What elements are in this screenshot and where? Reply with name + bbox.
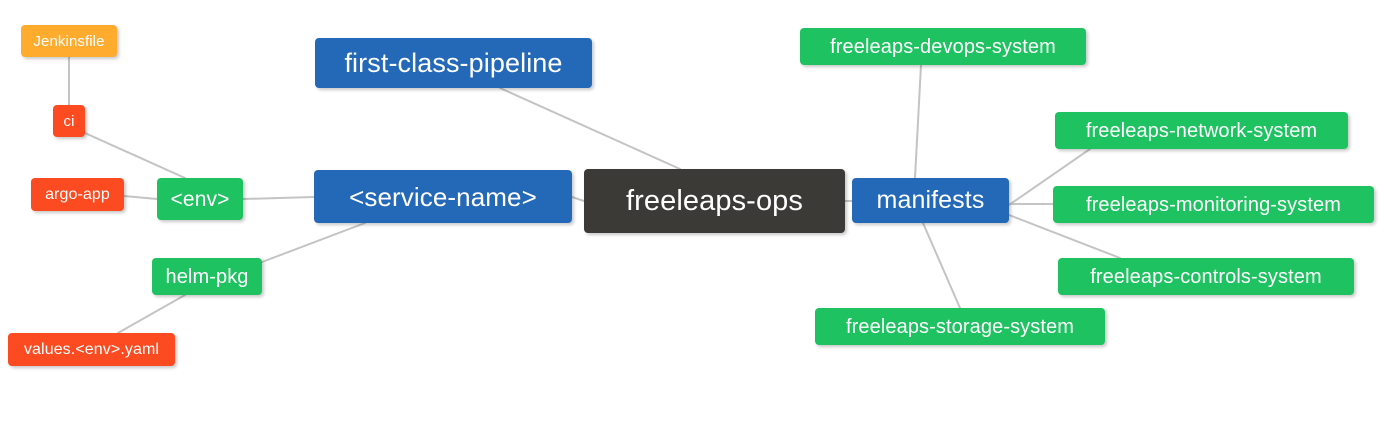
node-freeleaps-network-system[interactable]: freeleaps-network-system <box>1055 112 1348 149</box>
node-label: freeleaps-network-system <box>1085 119 1318 142</box>
edge-manifests-to-freeleaps-storage-system <box>922 222 961 309</box>
node-label: argo-app <box>45 185 110 203</box>
edge-freeleaps-ops-to-first-class-pipeline <box>499 87 681 170</box>
node-ci[interactable]: ci <box>53 105 85 137</box>
edge-env-to-ci <box>84 132 186 179</box>
node-jenkinsfile[interactable]: Jenkinsfile <box>21 25 117 57</box>
node-label: <service-name> <box>349 181 537 212</box>
node-label: first-class-pipeline <box>344 47 563 78</box>
node-service-name[interactable]: <service-name> <box>314 170 572 223</box>
node-label: freeleaps-monitoring-system <box>1085 193 1341 216</box>
node-freeleaps-storage-system[interactable]: freeleaps-storage-system <box>815 308 1105 345</box>
edge-service-name-to-helm-pkg <box>261 222 366 263</box>
node-label: ci <box>63 112 75 130</box>
node-label: freeleaps-storage-system <box>845 315 1075 338</box>
node-label: freeleaps-ops <box>625 184 803 217</box>
edge-service-name-to-env <box>242 196 315 200</box>
node-manifests[interactable]: manifests <box>852 178 1009 223</box>
node-first-class-pipeline[interactable]: first-class-pipeline <box>315 38 592 88</box>
node-freeleaps-ops[interactable]: freeleaps-ops <box>584 169 845 233</box>
node-label: values.<env>.yaml <box>23 340 160 358</box>
node-freeleaps-devops-system[interactable]: freeleaps-devops-system <box>800 28 1086 65</box>
node-env[interactable]: <env> <box>157 178 243 220</box>
node-label: freeleaps-devops-system <box>830 35 1056 58</box>
node-label: <env> <box>170 187 230 211</box>
edge-env-to-argo-app <box>123 195 158 200</box>
node-label: manifests <box>876 186 985 214</box>
edge-manifests-to-freeleaps-devops-system <box>914 64 922 179</box>
node-freeleaps-monitoring-system[interactable]: freeleaps-monitoring-system <box>1053 186 1374 223</box>
edge-freeleaps-ops-to-service-name <box>571 196 585 202</box>
node-helm-pkg[interactable]: helm-pkg <box>152 258 262 295</box>
node-label: freeleaps-controls-system <box>1090 265 1322 288</box>
node-label: helm-pkg <box>165 265 249 288</box>
node-freeleaps-controls-system[interactable]: freeleaps-controls-system <box>1058 258 1354 295</box>
edge-helm-pkg-to-values-env-yaml <box>117 294 186 334</box>
node-label: Jenkinsfile <box>33 32 105 50</box>
node-argo-app[interactable]: argo-app <box>31 178 124 211</box>
node-values-env-yaml[interactable]: values.<env>.yaml <box>8 333 175 366</box>
